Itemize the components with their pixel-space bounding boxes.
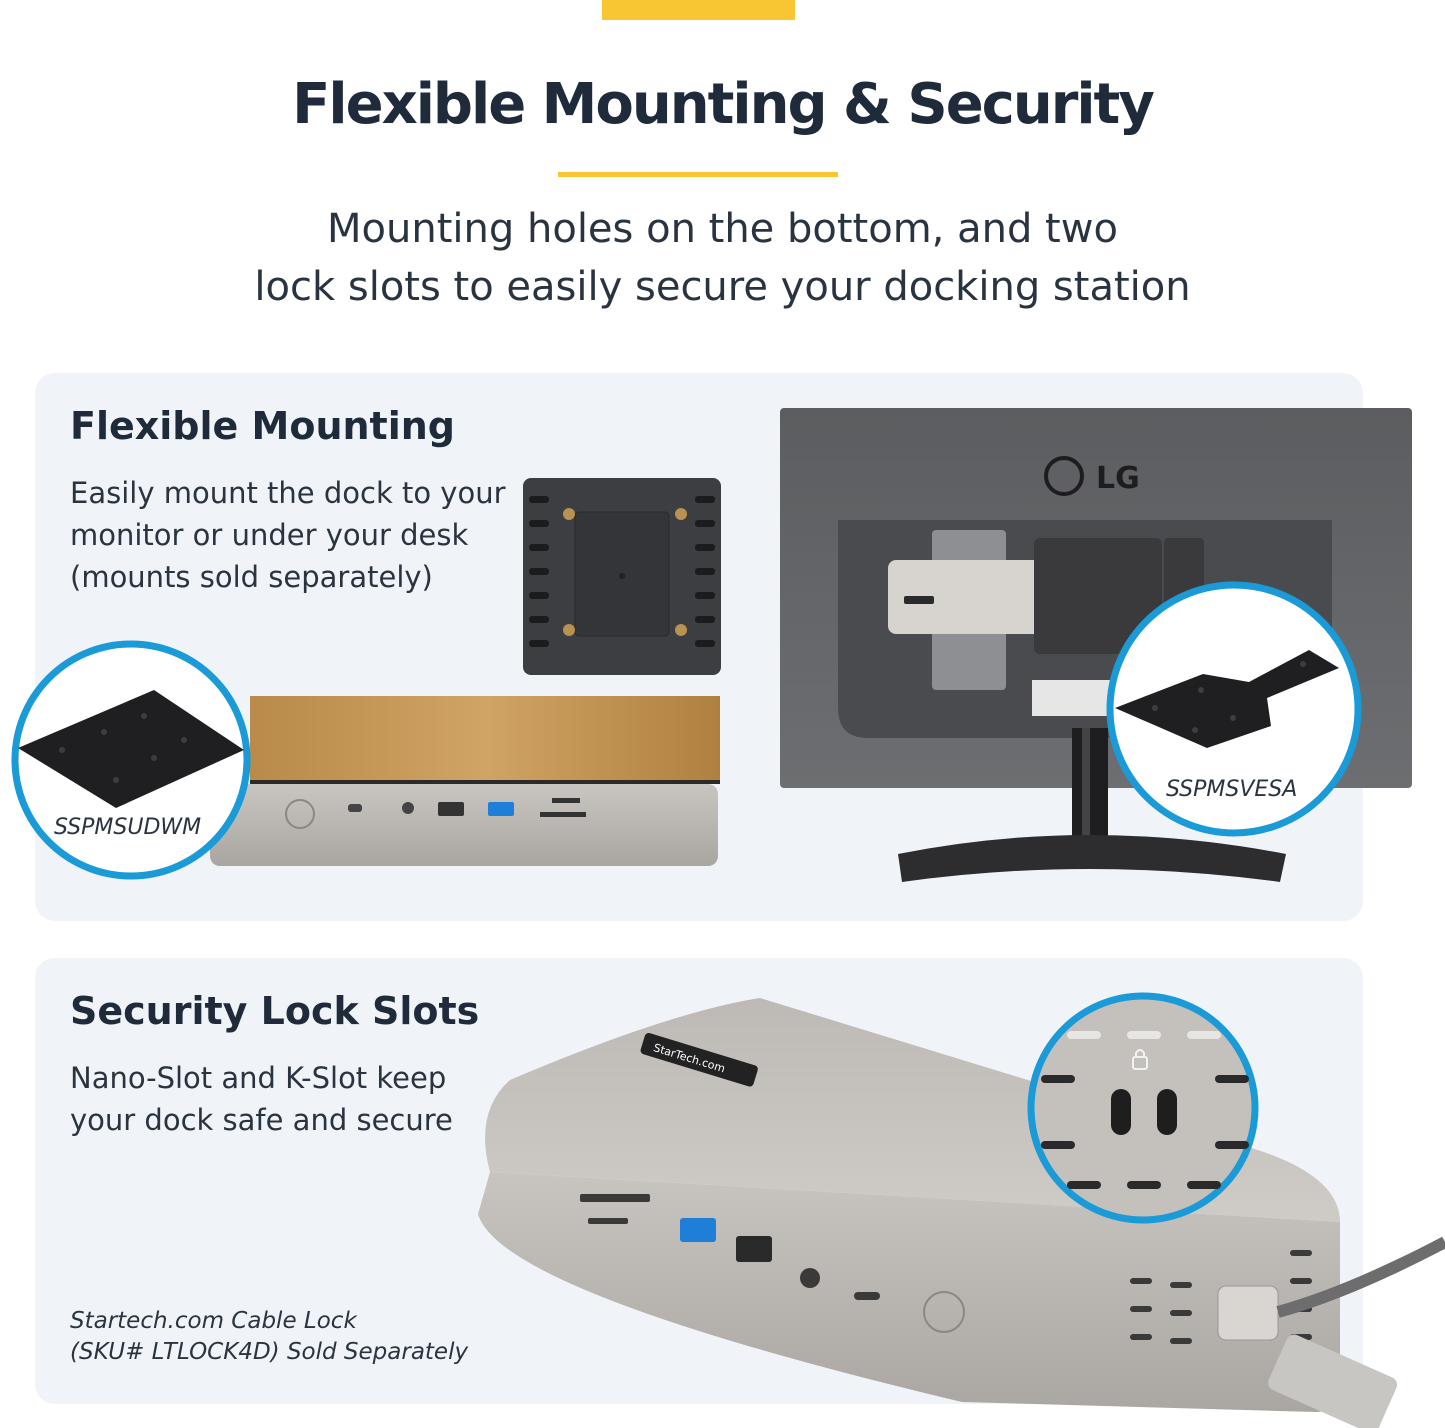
mounting-heading: Flexible Mounting: [70, 404, 455, 448]
dock-bottom-image: [523, 478, 721, 675]
title-underline: [558, 172, 838, 177]
desk-mount-label: SSPMSUDWM: [54, 815, 201, 840]
mounting-desc-line-1: Easily mount the dock to your: [70, 476, 506, 510]
security-desc-line-2: your dock safe and secure: [70, 1103, 453, 1137]
desk-mount-callout: [11, 640, 251, 880]
security-description: Nano-Slot and K-Slot keep your dock safe…: [70, 1057, 490, 1141]
vesa-mount-callout: [1106, 581, 1362, 837]
cable-lock-caption: Startech.com Cable Lock (SKU# LTLOCK4D) …: [70, 1306, 490, 1368]
vesa-mount-label: SSPMSVESA: [1166, 777, 1297, 802]
under-desk-image: [210, 696, 720, 866]
mounting-description: Easily mount the dock to your monitor or…: [70, 472, 520, 598]
page-subtitle: Mounting holes on the bottom, and two lo…: [0, 200, 1445, 316]
lock-slots-callout: [1027, 992, 1259, 1224]
desk-mount-sku: SSPMSUDWM: [54, 815, 201, 840]
caption-line-2: (SKU# LTLOCK4D) Sold Separately: [70, 1339, 469, 1365]
top-accent-bar: [602, 0, 795, 20]
subtitle-line-2: lock slots to easily secure your docking…: [254, 264, 1191, 310]
vesa-mount-sku: SSPMSVESA: [1166, 777, 1297, 802]
dock-lock-image: StarTech.com: [478, 998, 1445, 1428]
mounting-desc-line-2: monitor or under your desk: [70, 518, 469, 552]
mounting-desc-line-3: (mounts sold separately): [70, 560, 433, 594]
security-heading: Security Lock Slots: [70, 989, 480, 1033]
security-desc-line-1: Nano-Slot and K-Slot keep: [70, 1061, 447, 1095]
subtitle-line-1: Mounting holes on the bottom, and two: [327, 206, 1118, 252]
caption-line-1: Startech.com Cable Lock: [70, 1308, 357, 1334]
monitor-brand: LG: [1096, 461, 1140, 496]
page-title: Flexible Mounting & Security: [292, 72, 1155, 137]
